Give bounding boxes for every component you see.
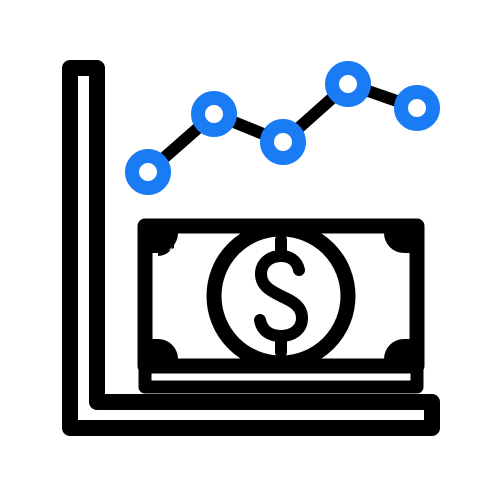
dollar-sign-s-curve [254,250,308,342]
data-point-marker-icon [125,149,171,195]
data-point-marker-icon [191,91,237,137]
banknote-corner-bottom-left-shape [152,339,178,359]
data-point-marker-icon [394,85,440,131]
banknote-icon [137,218,425,394]
axis-outline [62,60,440,436]
dollar-sign-icon [254,234,308,358]
banknote-corner-top-left-shape [152,233,178,253]
banknote-corner-top-right-shape [384,233,410,253]
banknote-stack-line [138,366,424,394]
data-points [125,61,440,195]
banknote-corner-bottom-right-shape [384,339,410,359]
data-point-marker-icon [260,119,306,165]
axis-icon [62,60,440,436]
data-point-marker-icon [325,61,371,107]
